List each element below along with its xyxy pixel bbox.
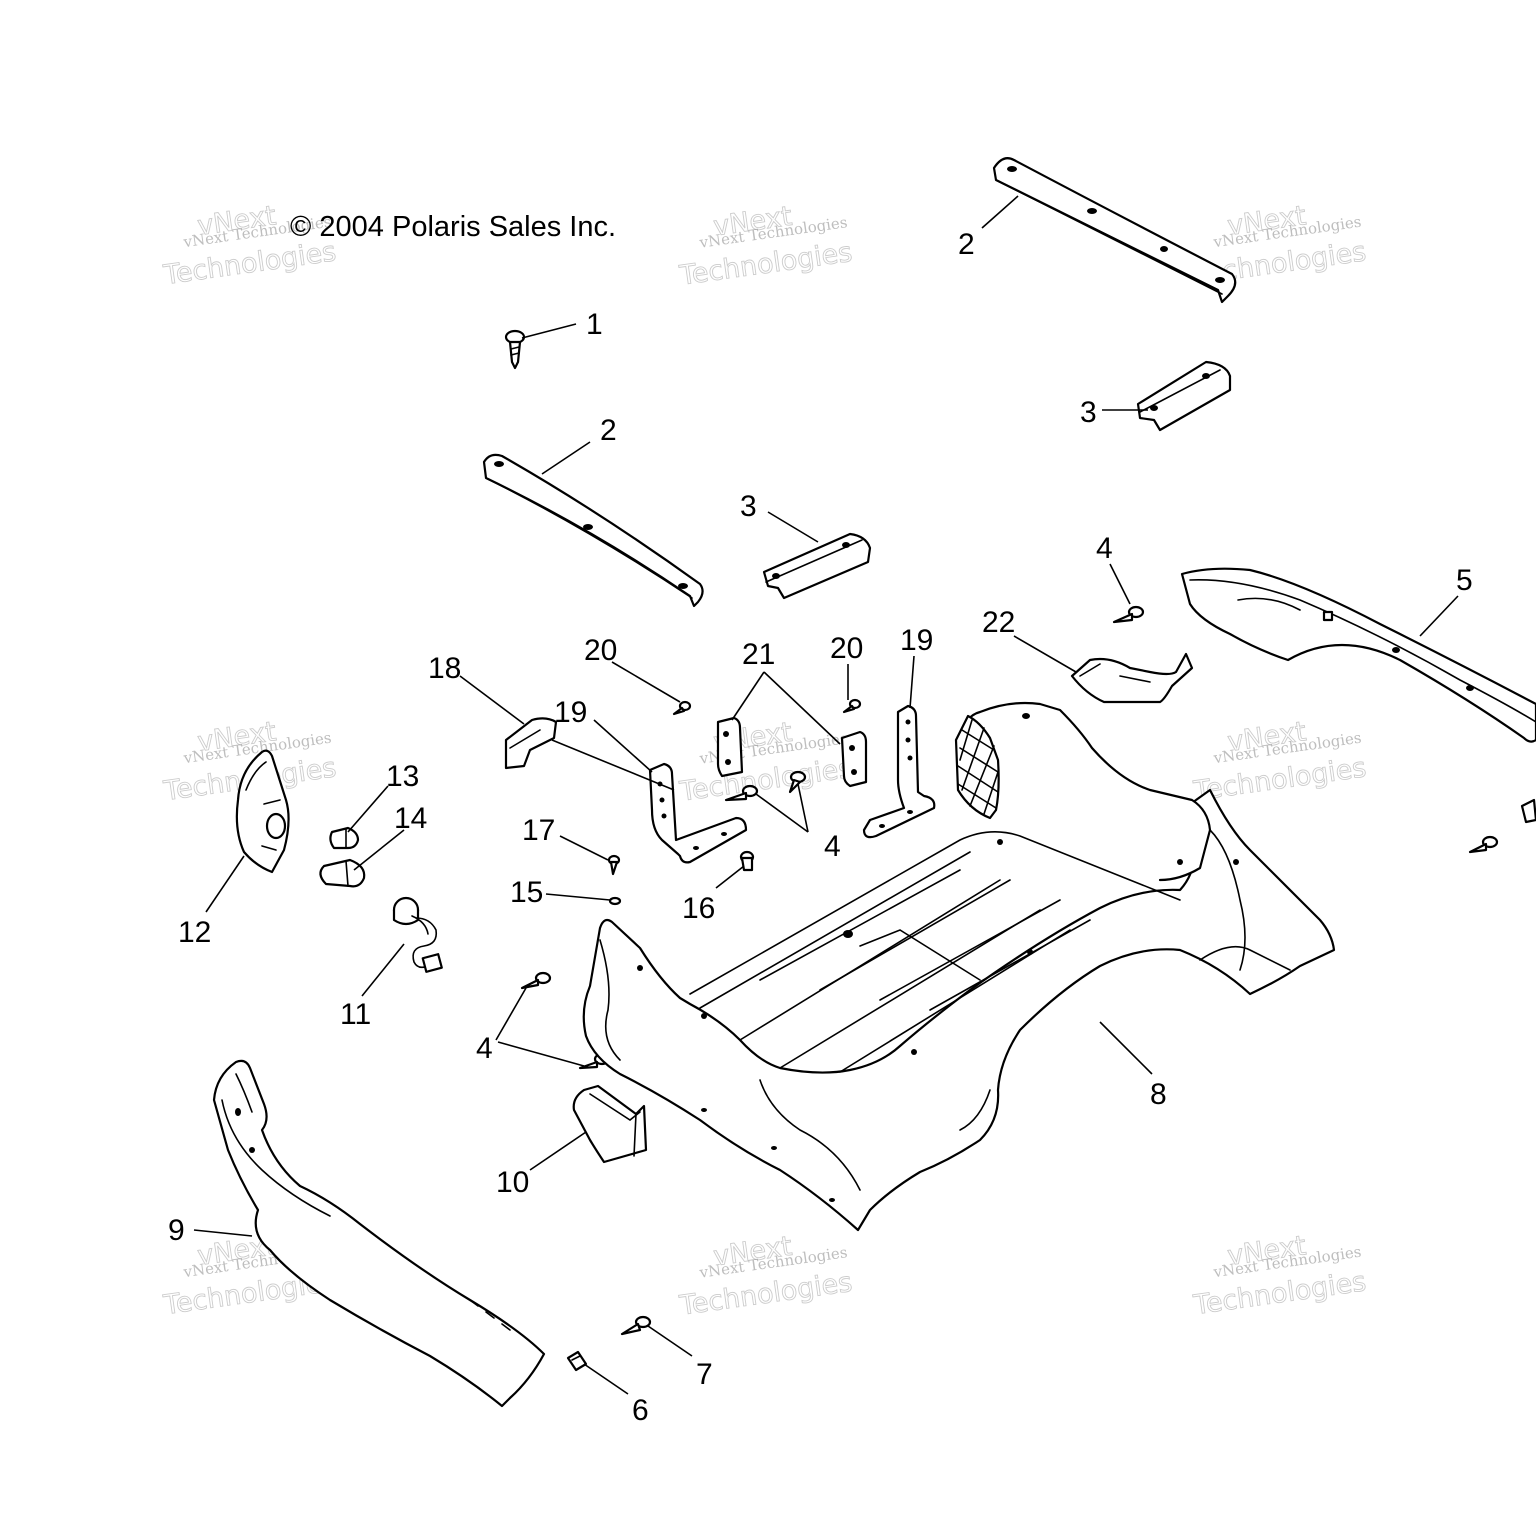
callout-18: 18: [428, 652, 461, 685]
callout-15: 15: [510, 876, 543, 909]
part-21-plate-right: [840, 730, 868, 788]
callout-6: 6: [632, 1394, 649, 1427]
callout-9: 9: [168, 1214, 185, 1247]
copyright-notice: © 2004 Polaris Sales Inc.: [290, 211, 616, 243]
callout-20-left: 20: [584, 634, 617, 667]
callout-21: 21: [742, 638, 775, 671]
watermark-mid-center: vNext vNext Technologies Technologies: [677, 716, 855, 808]
part-5-side-panel-right: [1180, 567, 1536, 743]
callout-20-right: 20: [830, 632, 863, 665]
part-21-plate-left: [716, 716, 744, 778]
callout-3-upper: 3: [1080, 396, 1097, 429]
callout-7: 7: [696, 1358, 713, 1391]
part-20-screw-left: [672, 700, 692, 716]
part-6-clip-nut: [566, 1350, 588, 1372]
part-4-screw-upper-right: [1112, 605, 1145, 624]
part-5-clip: [1520, 798, 1536, 824]
part-2-rail-upper: [992, 157, 1237, 304]
part-15-washer: [608, 896, 622, 906]
part-22-bracket: [1070, 652, 1194, 704]
callout-4-upper: 4: [1096, 532, 1113, 565]
part-14-bulb: [319, 858, 366, 888]
part-2-rail-center: [482, 453, 704, 608]
part-19-support-right: [862, 704, 936, 839]
callout-10: 10: [496, 1166, 529, 1199]
part-3-bracket-upper: [1136, 360, 1232, 432]
part-11-wire-harness: [392, 896, 443, 973]
callout-1: 1: [586, 308, 603, 341]
part-8-rear-fender: [582, 701, 1336, 1232]
callout-4-lower: 4: [476, 1032, 493, 1065]
part-3-bracket-center: [762, 532, 872, 600]
callout-5: 5: [1456, 564, 1473, 597]
callout-14: 14: [394, 802, 427, 835]
watermark-bottom-center: vNext vNext Technologies Technologies: [677, 1230, 855, 1322]
part-1-screw: [504, 329, 526, 370]
callout-13: 13: [386, 760, 419, 793]
callout-19-right: 19: [900, 624, 933, 657]
part-12-tail-lamp: [235, 749, 290, 874]
callout-2-center: 2: [600, 414, 617, 447]
watermark-top-center: vNext vNext Technologies Technologies: [677, 200, 855, 292]
watermark-mid-right: vNext vNext Technologies Technologies: [1191, 716, 1369, 808]
leader-lines: [193, 195, 1459, 1395]
callout-2-upper: 2: [958, 228, 975, 261]
callout-22: 22: [982, 606, 1015, 639]
part-4-screw-far-right: [1468, 835, 1499, 854]
part-20-screw-right: [842, 698, 862, 714]
callout-12: 12: [178, 916, 211, 949]
part-18-hinge-bracket: [504, 717, 558, 770]
part-4-screw-lower-a: [520, 971, 552, 990]
callout-4-center: 4: [824, 830, 841, 863]
part-7-screw: [620, 1315, 652, 1336]
part-13-bulb: [329, 826, 360, 850]
callout-17: 17: [522, 814, 555, 847]
callout-8: 8: [1150, 1078, 1167, 1111]
part-4-screw-center-b: [788, 770, 807, 794]
callout-labels: 1 2 2 3 3 4 4 4 5 6 7 8 9 10 11 12 13 14…: [168, 228, 1473, 1427]
part-9-side-panel-left: [212, 1059, 546, 1408]
callout-19-center: 19: [554, 696, 587, 729]
part-10-bracket: [572, 1084, 648, 1164]
part-4-screw-center-a: [724, 784, 759, 802]
callout-16: 16: [682, 892, 715, 925]
callout-3-center: 3: [740, 490, 757, 523]
part-17-screw: [607, 854, 621, 876]
watermark-bottom-right: vNext vNext Technologies Technologies: [1191, 1230, 1369, 1322]
callout-11: 11: [340, 998, 371, 1031]
